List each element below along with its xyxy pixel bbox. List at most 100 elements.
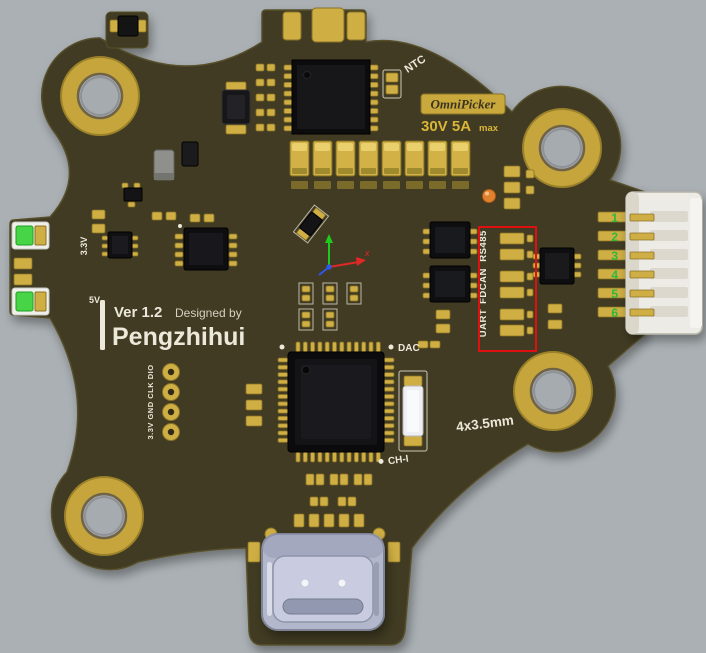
mcu-pin [302,451,308,463]
mcu-pin [324,341,330,353]
pad-row-shaded [337,181,354,189]
hole-ring [523,109,601,187]
solder-pad [109,19,119,33]
pad-row-shaded [429,181,446,189]
hole-ring-edge [64,476,144,556]
version-divider [100,300,105,350]
big-ic-pin1-dot [303,71,311,79]
power-pad [282,11,302,41]
dac-label: DAC [398,343,420,354]
passive-pad [245,415,263,427]
brand-label: OmniPicker [431,97,497,112]
connector-pin [629,308,655,317]
mounting-hole-top-right [522,108,602,188]
hole-ring [65,477,143,555]
mcu-pin [383,430,395,436]
passive-pad [325,320,335,328]
interface-pad-small [526,310,534,319]
crystal-silk-outline [398,370,428,452]
usb-c-shade-right [374,562,379,616]
hole-ring-edge [522,108,602,188]
mounting-hole-bottom-right [513,351,593,431]
rating-max-label: max [479,123,499,134]
hole-ring-edge [60,56,140,136]
orange-led-glint [485,191,489,196]
mcu-pin [353,341,359,353]
mcu-pin [317,341,323,353]
interface-pad [499,248,525,261]
solder-pad [91,209,106,220]
passive-pad [353,473,363,486]
iface-label-rs485: RS485 [478,230,489,262]
ic-pin [228,260,238,267]
connector-pin [629,232,655,241]
pad-row-shaded [360,181,377,189]
hole-ring-edge [513,351,593,431]
passive-outline [298,282,314,305]
mcu-pin1-dot [301,365,311,375]
passive-pad [329,473,339,486]
hole-bore [76,72,124,120]
transistor-pad [127,201,136,208]
solder-pad [91,223,106,234]
ic-pin [228,251,238,258]
mcu-pin [277,357,289,363]
passive-pad [349,285,359,293]
ic-pin [228,233,238,240]
black-component-body [181,141,199,167]
mcu-pin [277,372,289,378]
connector-slot [650,249,688,260]
passive-outline [346,282,362,305]
connector-slot [650,306,688,317]
mounting-hole-bottom-left [64,476,144,556]
mcu-pin [383,357,395,363]
passive-pad [245,399,263,411]
connector-pin [629,251,655,260]
ch-i-group: CH-I [378,454,410,467]
small-ic-face [112,236,128,254]
transistor-pad [121,182,129,189]
passive-pad [315,473,325,486]
tilted-component [292,204,330,244]
passive-pad [255,93,265,102]
capacitor-highlight [407,143,422,151]
solder-pad [13,257,33,270]
power-pad [311,7,345,43]
rating-label: 30V 5A [421,118,471,135]
mcu-pin [332,341,337,353]
interface-pad-small [526,288,534,297]
prog-pads-label: 3.3V GND CLK DIO [146,364,155,439]
ic-pin [131,235,139,241]
connector-pin [629,289,655,298]
solder-pad [203,213,215,223]
interface-pad [499,232,525,245]
axis-x-label: x [364,248,370,258]
red-annotation-box [478,226,537,352]
capacitor-highlight [453,143,468,151]
mcu-pin [332,451,337,463]
ic-pin [131,243,139,249]
usb-pad [323,513,335,528]
mcu-pin [302,341,308,353]
passive-pad [266,108,276,117]
mcu-pin [277,415,289,421]
passive-pad [301,311,311,319]
usb-c-contact-dot [300,578,310,588]
solder-pad [547,303,563,314]
transistor-pad [133,182,141,189]
mcu-pin [277,408,289,414]
mcu-pin [277,401,289,407]
ic-pin [101,235,109,241]
mcu-pin1-silk-dot [279,344,285,350]
capacitor-shade [361,168,376,174]
led-die-green [15,225,34,246]
ic-pin [131,251,139,257]
mcu-pin [277,430,289,436]
solder-pad [151,211,163,221]
connector-slot [650,287,688,298]
passive-pad [255,108,265,117]
axis-x-red [328,261,360,268]
solder-pad [13,273,33,286]
mcu-pin [383,379,395,385]
